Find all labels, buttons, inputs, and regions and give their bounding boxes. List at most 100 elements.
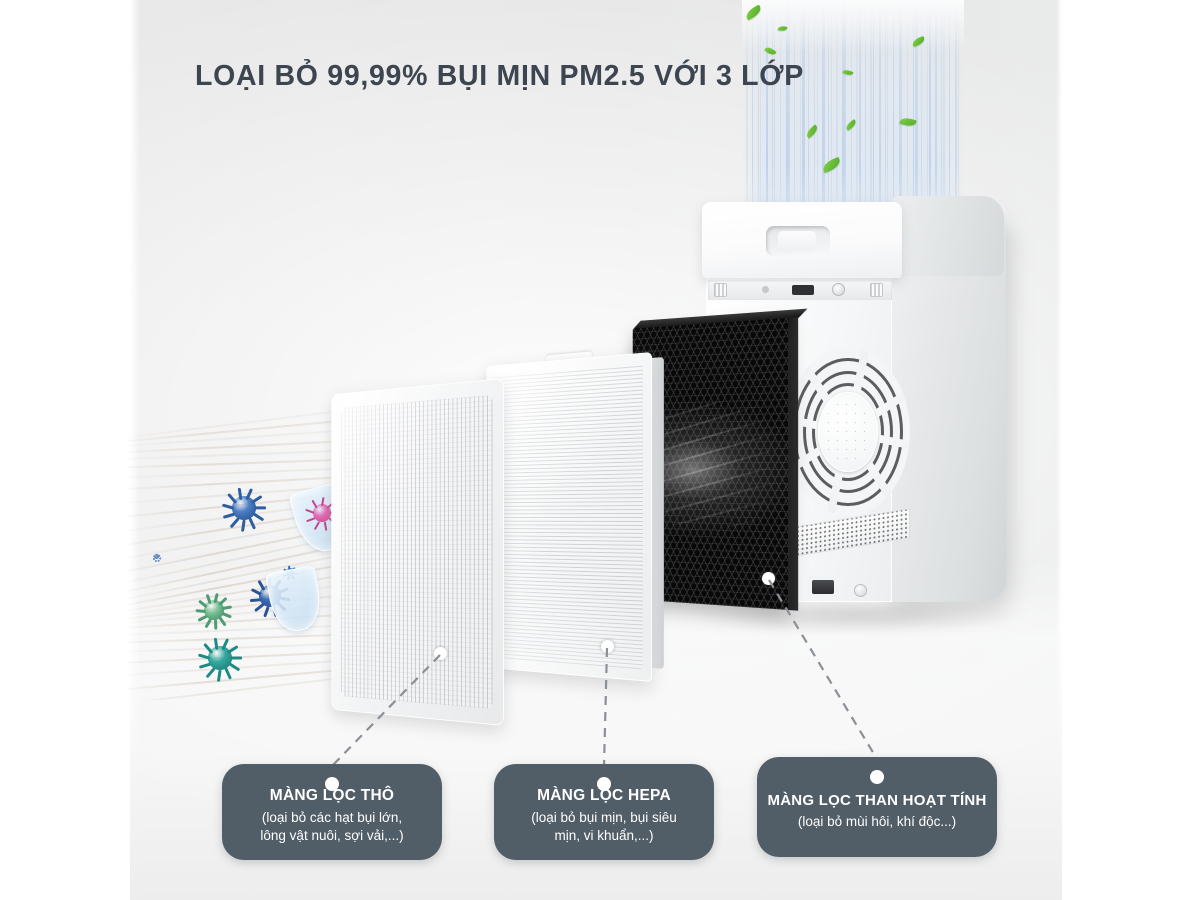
virus-spike [221, 612, 232, 619]
filter-label-card-pre-filter[interactable]: MÀNG LỌC THÔ (loại bỏ các hạt bụi lớn, l… [222, 764, 442, 860]
plume-stream [830, 0, 832, 224]
virus-spike [240, 519, 246, 532]
carry-handle [766, 226, 830, 256]
plume-stream [949, 0, 951, 224]
plume-stream [757, 0, 759, 224]
purifier-top-cap [702, 202, 902, 278]
pre-filter-face [331, 378, 504, 726]
rail-screw-icon [832, 283, 845, 296]
plume-stream [943, 0, 945, 224]
plume-stream [872, 0, 875, 224]
plume-stream [915, 0, 918, 224]
card-pin-dot [325, 777, 339, 791]
power-port [812, 580, 834, 594]
purifier-top-cap-side [892, 196, 1004, 276]
filter-title: MÀNG LỌC THAN HOẠT TÍNH [767, 791, 987, 809]
virus-spike [250, 598, 262, 603]
plume-stream [858, 0, 862, 224]
virus-spike [226, 645, 239, 655]
rail-clip-right [870, 283, 883, 297]
plume-stream [898, 0, 901, 224]
hepa-filter-face [486, 352, 652, 682]
plume-stream [887, 0, 889, 224]
plume-stream [765, 0, 769, 224]
virus-spike [248, 517, 257, 530]
pre-filter-panel [331, 378, 504, 726]
virus-spike [195, 609, 206, 614]
virus-spike [229, 517, 240, 529]
filter-title: MÀNG LỌC HEPA [537, 787, 671, 805]
plume-stream [816, 0, 818, 224]
plume-stream [878, 0, 882, 224]
plume-stream [788, 0, 790, 224]
filter-desc-line-1: (loại bỏ bụi mịn, bụi siêu [531, 809, 677, 825]
plume-stream [842, 0, 845, 224]
plume-stream [892, 0, 895, 224]
plume-stream [870, 0, 872, 224]
virus-spike [198, 600, 208, 609]
page-title: LOẠI BỎ 99,99% BỤI MỊN PM2.5 VỚI 3 LỚP [195, 60, 804, 92]
pre-filter-gloss [331, 378, 504, 726]
rail-clip-left [714, 283, 727, 297]
virus-spike [197, 615, 208, 622]
plume-stream [955, 0, 958, 224]
hepa-filter-panel [486, 351, 664, 682]
hepa-side-edge [651, 357, 664, 670]
hepa-gloss [486, 352, 652, 682]
plume-stream [751, 0, 754, 224]
plume-stream [771, 0, 773, 224]
virus-spike [263, 606, 270, 618]
plume-stream [799, 0, 802, 224]
clean-air-plume [742, 0, 964, 224]
virus-spike [230, 656, 243, 660]
plume-stream [802, 0, 805, 224]
virus-spike [237, 487, 243, 501]
plume-stream [844, 0, 846, 224]
hepa-filter-marker-dot [601, 640, 614, 653]
virus-spike [252, 512, 265, 522]
card-pin-dot [597, 777, 611, 791]
carbon-filter-marker-dot [762, 572, 775, 585]
purifier-inner-rail [708, 280, 892, 300]
plume-stream [856, 0, 858, 224]
virus-spike [214, 619, 218, 630]
virus-spike [254, 506, 266, 510]
plume-stream [864, 0, 866, 224]
virus-icon [152, 552, 162, 563]
plume-stream [822, 0, 825, 224]
plume-top-fade [742, 0, 964, 52]
plume-stream [780, 0, 782, 224]
filter-label-card-carbon[interactable]: MÀNG LỌC THAN HOẠT TÍNH (loại bỏ mùi hôi… [757, 757, 997, 857]
virus-spike [152, 557, 155, 560]
filter-desc-line-2: mịn, vi khuẩn,...) [554, 827, 654, 843]
virus-spike [218, 616, 227, 626]
rail-slot [792, 285, 814, 295]
filter-label-card-hepa[interactable]: MÀNG LỌC HEPA (loại bỏ bụi mịn, bụi siêu… [494, 764, 714, 860]
virus-spike [198, 662, 212, 669]
virus-core [313, 504, 331, 522]
plume-stream [785, 0, 789, 224]
filter-desc-line-1: (loại bỏ các hạt bụi lớn, [261, 809, 403, 825]
filter-desc-line-2: lông vật nuôi, sợi vải,...) [260, 827, 404, 843]
card-pin-dot [870, 770, 884, 784]
virus-spike [205, 667, 216, 679]
plume-stream [746, 0, 749, 224]
virus-icon [195, 592, 232, 630]
virus-spike [204, 618, 213, 629]
plume-stream [836, 0, 838, 224]
pre-filter-marker-dot [434, 647, 447, 660]
virus-spike [158, 556, 162, 560]
plume-stream [794, 0, 796, 224]
plume-stream [814, 0, 816, 224]
filter-title: MÀNG LỌC THÔ [269, 787, 395, 805]
base-screw-icon [854, 584, 867, 597]
plume-stream [926, 0, 929, 224]
plume-stream [940, 0, 943, 224]
plume-stream [884, 0, 886, 224]
virus-spike [228, 662, 241, 672]
fan-grille [786, 348, 910, 516]
plume-stream [808, 0, 810, 224]
virus-spike [224, 667, 232, 680]
plume-stream [935, 0, 938, 224]
